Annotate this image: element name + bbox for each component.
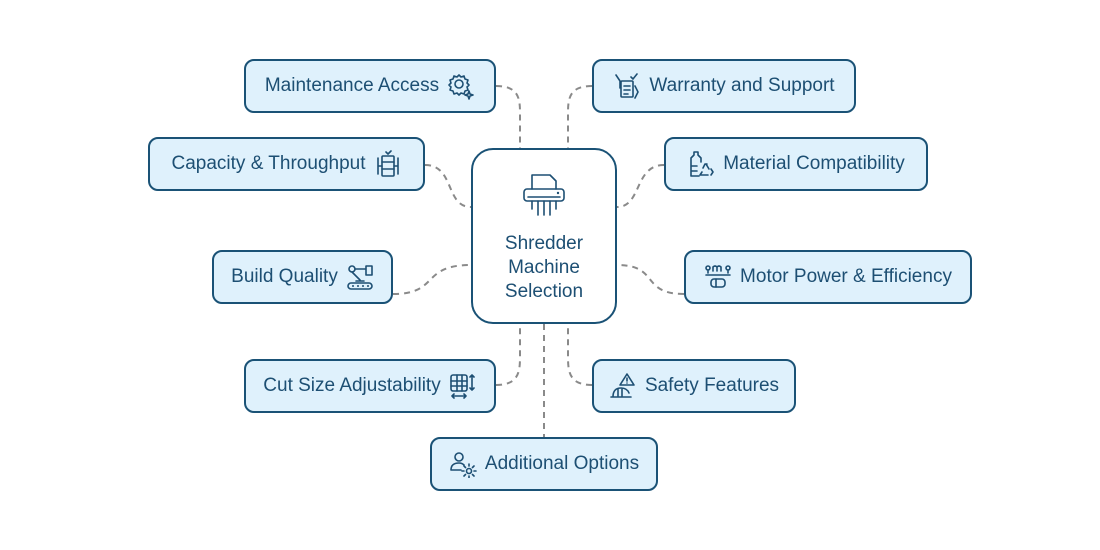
shredder-icon xyxy=(518,169,570,226)
node-label: Additional Options xyxy=(484,453,640,474)
server-stack-icon xyxy=(374,150,402,178)
central-topic[interactable]: Shredder Machine Selection xyxy=(471,148,617,324)
node-capacity-throughput[interactable]: Capacity & Throughput xyxy=(148,137,425,191)
node-maintenance-access[interactable]: Maintenance Access xyxy=(244,59,496,113)
node-warranty-support[interactable]: Warranty and Support xyxy=(592,59,856,113)
node-motor-power-efficiency[interactable]: Motor Power & Efficiency xyxy=(684,250,972,304)
hardhat-warning-icon xyxy=(609,372,637,400)
connector-capacity-throughput xyxy=(424,164,472,208)
node-additional-options[interactable]: Additional Options xyxy=(430,437,658,491)
motor-icon xyxy=(704,263,732,291)
connector-safety-features xyxy=(567,324,593,386)
node-build-quality[interactable]: Build Quality xyxy=(212,250,393,304)
node-label: Material Compatibility xyxy=(723,153,905,174)
node-label: Capacity & Throughput xyxy=(171,153,366,174)
node-label: Build Quality xyxy=(231,266,338,287)
node-safety-features[interactable]: Safety Features xyxy=(592,359,796,413)
connector-cut-size-adjustability xyxy=(495,324,521,386)
node-cut-size-adjustability[interactable]: Cut Size Adjustability xyxy=(244,359,496,413)
connector-build-quality xyxy=(392,264,472,295)
node-label: Safety Features xyxy=(644,375,780,396)
node-material-compatibility[interactable]: Material Compatibility xyxy=(664,137,928,191)
document-handshake-icon xyxy=(613,72,641,100)
central-topic-title: Shredder Machine Selection xyxy=(504,232,584,302)
connector-maintenance-access xyxy=(495,85,521,148)
connector-warranty-support xyxy=(567,85,593,148)
node-label: Cut Size Adjustability xyxy=(263,375,441,396)
gear-sparkle-icon xyxy=(447,72,475,100)
node-label: Maintenance Access xyxy=(264,75,440,96)
connector-material-compatibility xyxy=(616,164,665,208)
robotic-arm-conveyor-icon xyxy=(346,263,374,291)
node-label: Motor Power & Efficiency xyxy=(740,266,952,287)
user-gear-icon xyxy=(449,450,477,478)
bottle-recycle-icon xyxy=(687,150,715,178)
node-label: Warranty and Support xyxy=(649,75,835,96)
grid-resize-icon xyxy=(449,372,477,400)
connector-motor-power-efficiency xyxy=(616,264,685,295)
